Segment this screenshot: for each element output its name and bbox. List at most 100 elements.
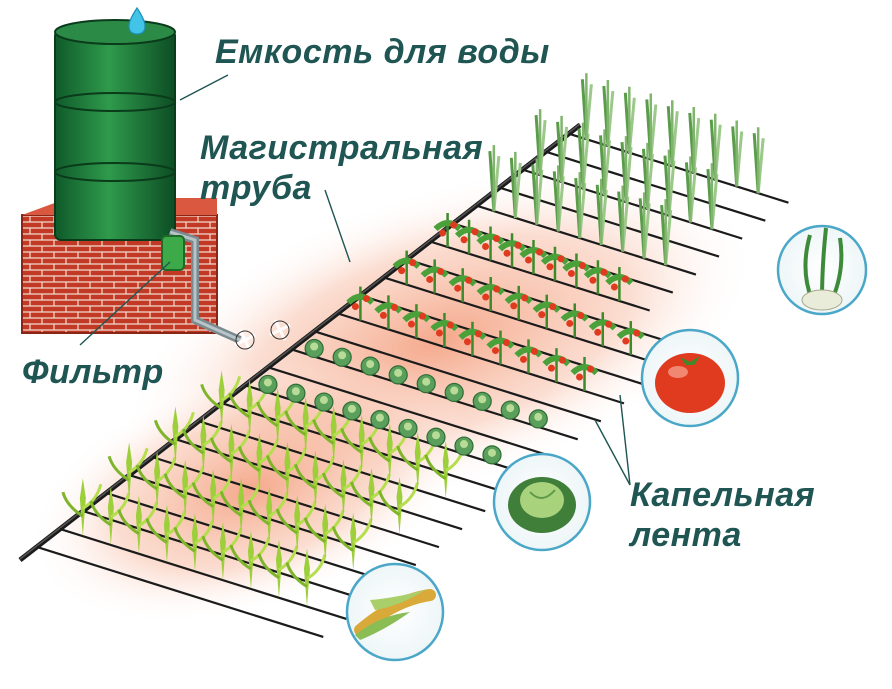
plant	[560, 303, 589, 338]
main-pipe	[18, 123, 582, 562]
plant	[472, 391, 492, 411]
tank-cap-icon	[128, 6, 146, 35]
cabbage-icon	[492, 452, 592, 552]
plant	[378, 476, 419, 535]
plant	[532, 294, 561, 329]
drip-tape	[429, 240, 650, 312]
drip-tape	[267, 366, 555, 459]
plant	[454, 219, 484, 254]
plant	[638, 192, 651, 259]
plant	[107, 442, 149, 501]
water-tank	[21, 6, 218, 334]
onion-icon	[776, 224, 868, 316]
plant	[201, 522, 243, 581]
plant	[552, 165, 565, 232]
plant	[497, 233, 527, 268]
drip-tape-label: Капельная лента	[630, 476, 816, 554]
crop-rows	[61, 73, 765, 607]
plant	[540, 246, 570, 281]
tank-label: Емкость для воды	[215, 33, 550, 71]
plant	[89, 486, 131, 545]
plant	[163, 459, 205, 518]
plant	[314, 392, 334, 412]
plant	[346, 286, 375, 321]
plant	[219, 477, 261, 536]
plant	[645, 93, 658, 160]
plant	[570, 356, 599, 391]
plant	[458, 321, 487, 356]
plant	[556, 115, 569, 183]
main-pipe-label: Магистральная труба	[200, 129, 484, 207]
plant	[322, 459, 363, 518]
plant	[684, 156, 697, 223]
plant	[577, 122, 590, 189]
drip-tape	[36, 545, 324, 638]
plant	[286, 383, 306, 403]
plant	[444, 382, 464, 403]
drip-tape	[383, 276, 671, 369]
plant	[303, 503, 345, 562]
leader-lines	[79, 74, 631, 486]
plant	[200, 370, 242, 429]
plant	[402, 304, 431, 339]
plant	[304, 338, 324, 359]
plant	[580, 73, 593, 140]
plant	[135, 451, 177, 510]
plant	[617, 185, 630, 252]
plant	[583, 260, 613, 295]
plant	[247, 486, 289, 545]
drip-tape	[337, 312, 625, 405]
plant	[350, 467, 391, 526]
plant	[145, 504, 187, 563]
plant	[342, 401, 362, 421]
plant	[331, 512, 373, 571]
plant	[181, 415, 223, 474]
plant	[595, 178, 608, 245]
plant	[504, 285, 533, 320]
plant	[534, 109, 547, 176]
plant	[602, 79, 615, 147]
plant	[374, 295, 403, 330]
plant	[388, 365, 408, 385]
plant	[623, 86, 636, 153]
tomato-icon	[640, 328, 740, 428]
plant	[486, 330, 515, 365]
plant	[531, 158, 544, 225]
plant	[542, 348, 571, 383]
plant	[509, 151, 522, 218]
plant	[191, 468, 233, 527]
plant	[209, 423, 251, 482]
plant	[430, 312, 459, 347]
plant	[257, 539, 299, 598]
crop-badges	[345, 224, 868, 662]
plant	[731, 120, 744, 187]
plant	[448, 268, 477, 303]
plant	[476, 226, 505, 261]
plant	[641, 142, 654, 210]
drip-tape	[475, 204, 697, 276]
plant	[660, 199, 673, 266]
plant	[360, 356, 380, 376]
plant	[562, 253, 591, 288]
corn-icon	[345, 562, 445, 662]
plant	[237, 432, 279, 491]
plant	[153, 406, 195, 465]
plant	[588, 312, 617, 347]
plant	[666, 100, 679, 167]
plant	[605, 266, 634, 301]
plant	[285, 548, 327, 607]
plant	[392, 250, 421, 285]
plant	[599, 129, 612, 196]
plant	[500, 400, 520, 420]
drip-tape	[314, 330, 602, 423]
plant	[574, 172, 587, 239]
plant	[528, 409, 548, 429]
plant	[229, 530, 271, 589]
plant	[709, 113, 722, 180]
plant	[752, 127, 765, 194]
drip-tape	[59, 527, 347, 621]
plant	[519, 240, 548, 275]
plant	[482, 445, 502, 465]
plant	[706, 163, 719, 230]
